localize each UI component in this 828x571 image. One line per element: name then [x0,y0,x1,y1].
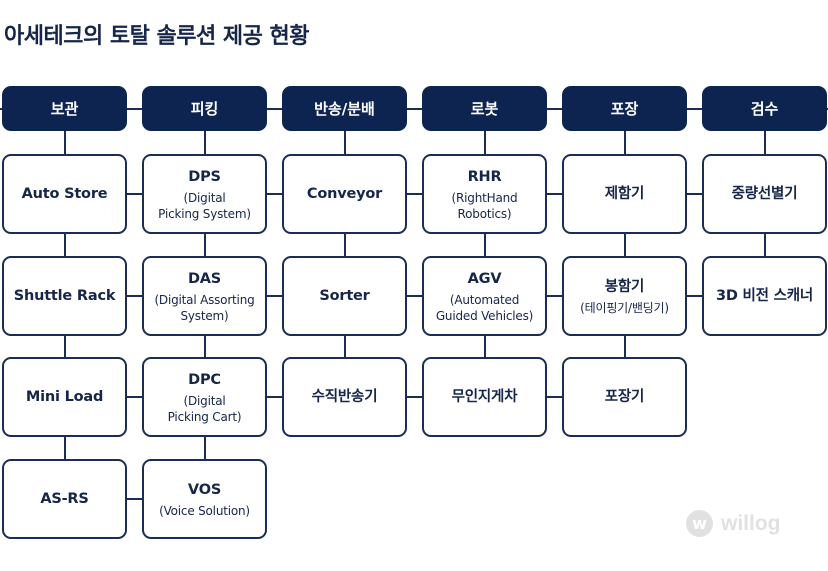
solution-name: Auto Store [21,186,108,202]
row-connector-line [547,193,562,195]
willog-logo-icon: w [686,510,713,537]
solution-name: AGV [467,270,502,287]
solution-name: Shuttle Rack [13,288,116,304]
solution-name: Mini Load [25,389,104,405]
solution-box: AGV (Automated Guided Vehicles) [422,256,547,336]
category-header: 보관 [2,86,127,131]
row-connector-line [267,193,282,195]
solution-box: 봉함기 (테이핑기/밴딩기) [562,256,687,336]
row-connector-line [127,396,142,398]
solution-box: 3D 비전 스캐너 [702,256,827,336]
solution-name: 중량선별기 [731,186,798,202]
solution-name: VOS [187,481,222,498]
row-connector-line [547,396,562,398]
solution-description: (RightHand Robotics) [451,190,518,221]
solution-name: Sorter [319,288,370,304]
solution-name: 제함기 [604,186,645,202]
solution-box: VOS (Voice Solution) [142,459,267,539]
solution-box: DPC (Digital Picking Cart) [142,357,267,437]
solution-name: DPC [188,371,221,388]
solution-description: (Digital Picking Cart) [167,393,242,424]
solution-description: (Digital Picking System) [158,190,251,221]
category-header: 검수 [702,86,827,131]
solution-name: 수직반송기 [311,389,378,405]
solution-name: 3D 비전 스캐너 [715,288,814,304]
row-connector-line [127,193,142,195]
solution-box: RHR (RightHand Robotics) [422,154,547,234]
willog-watermark: w willog [686,510,781,537]
column-connector-line [343,129,346,359]
solution-box: 제함기 [562,154,687,234]
solution-box: Shuttle Rack [2,256,127,336]
row-connector-line [267,295,282,297]
solution-name: 무인지게차 [451,389,518,405]
solution-name: DAS [187,270,222,287]
solution-name: Conveyor [306,186,383,202]
solution-box: DPS (Digital Picking System) [142,154,267,234]
solution-name: AS-RS [40,491,89,507]
solution-description: (Automated Guided Vehicles) [435,292,534,323]
row-connector-line [407,295,422,297]
solution-box: Mini Load [2,357,127,437]
column-connector-line [623,129,626,359]
solution-box: DAS (Digital Assorting System) [142,256,267,336]
row-connector-line [127,498,142,500]
solution-box: 무인지게차 [422,357,547,437]
solution-box: 수직반송기 [282,357,407,437]
page-title: 아세테크의 토탈 솔루션 제공 현황 [4,24,310,49]
solution-description: (Digital Assorting System) [154,292,255,323]
solution-description: (테이핑기/밴딩기) [580,300,669,315]
row-connector-line [407,396,422,398]
category-header: 포장 [562,86,687,131]
header-connector-line [0,107,828,110]
category-header: 피킹 [142,86,267,131]
solution-box: Auto Store [2,154,127,234]
row-connector-line [127,295,142,297]
category-header: 반송/분배 [282,86,407,131]
solution-name: 포장기 [604,389,645,405]
solution-box: 중량선별기 [702,154,827,234]
column-connector-line [483,129,486,359]
solution-box: AS-RS [2,459,127,539]
row-connector-line [547,295,562,297]
row-connector-line [687,193,702,195]
willog-logo-text: willog [721,511,781,535]
solution-name: DPS [188,168,221,185]
row-connector-line [687,295,702,297]
solution-box: 포장기 [562,357,687,437]
row-connector-line [267,396,282,398]
category-header: 로봇 [422,86,547,131]
solution-box: Sorter [282,256,407,336]
row-connector-line [407,193,422,195]
solution-description: (Voice Solution) [159,503,250,518]
solution-name: RHR [467,168,502,185]
solution-name: 봉함기 [604,278,645,295]
solution-box: Conveyor [282,154,407,234]
